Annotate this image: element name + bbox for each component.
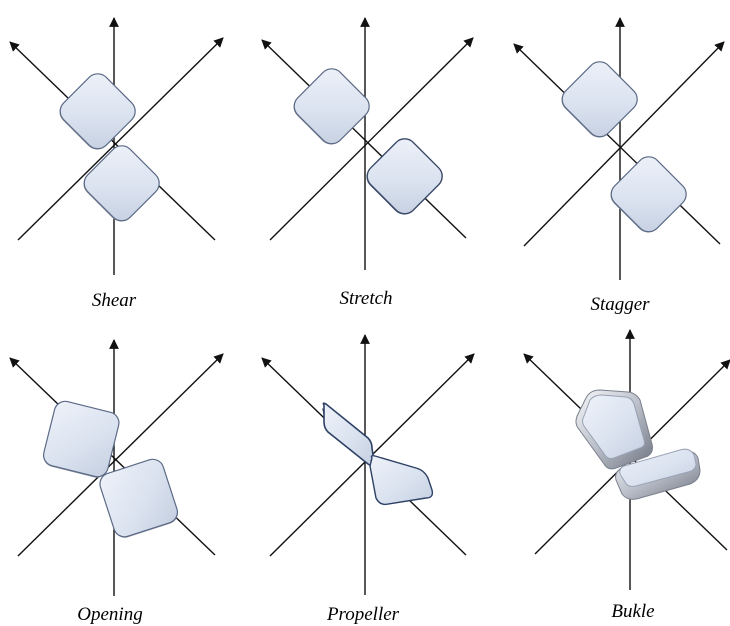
x-axis-arrow <box>523 41 725 247</box>
y-axis-arrow <box>9 41 216 241</box>
base-block-upper <box>59 73 136 150</box>
axes <box>261 17 474 270</box>
base-block-upper <box>322 402 375 467</box>
base-block-upper <box>293 68 370 145</box>
panel-label-shear: Shear <box>92 290 137 311</box>
panel-label-stagger: Stagger <box>590 294 650 315</box>
base-block-upper <box>561 61 638 138</box>
x-axis-arrow <box>17 37 224 241</box>
base-block-lower <box>366 138 443 215</box>
panel-bukle: Bukle <box>523 329 730 622</box>
base-block-lower <box>83 145 160 222</box>
base-block-lower <box>610 156 687 233</box>
panel-label-stretch: Stretch <box>339 288 392 309</box>
axes <box>9 339 224 596</box>
axes <box>261 334 475 595</box>
base-block-upper <box>575 389 653 470</box>
panel-stagger: Stagger <box>513 17 725 315</box>
panel-label-propeller: Propeller <box>326 604 400 625</box>
panel-label-opening: Opening <box>77 604 142 625</box>
base-block-lower <box>369 455 434 506</box>
base-block-lower <box>615 448 701 500</box>
panel-opening: Opening <box>9 339 224 625</box>
x-axis-arrow <box>269 37 474 241</box>
axes <box>513 17 725 280</box>
x-axis-arrow <box>17 353 224 557</box>
y-axis-arrow <box>261 39 467 239</box>
panel-label-bukle: Bukle <box>611 601 654 622</box>
y-axis-arrow <box>513 43 721 245</box>
base-block-upper <box>42 400 120 478</box>
panel-stretch: Stretch <box>261 17 474 309</box>
panel-shear: Shear <box>9 17 224 311</box>
panel-propeller: Propeller <box>261 334 475 625</box>
y-axis-arrow <box>9 357 216 556</box>
base-block-lower <box>99 458 179 538</box>
axes <box>9 17 224 275</box>
